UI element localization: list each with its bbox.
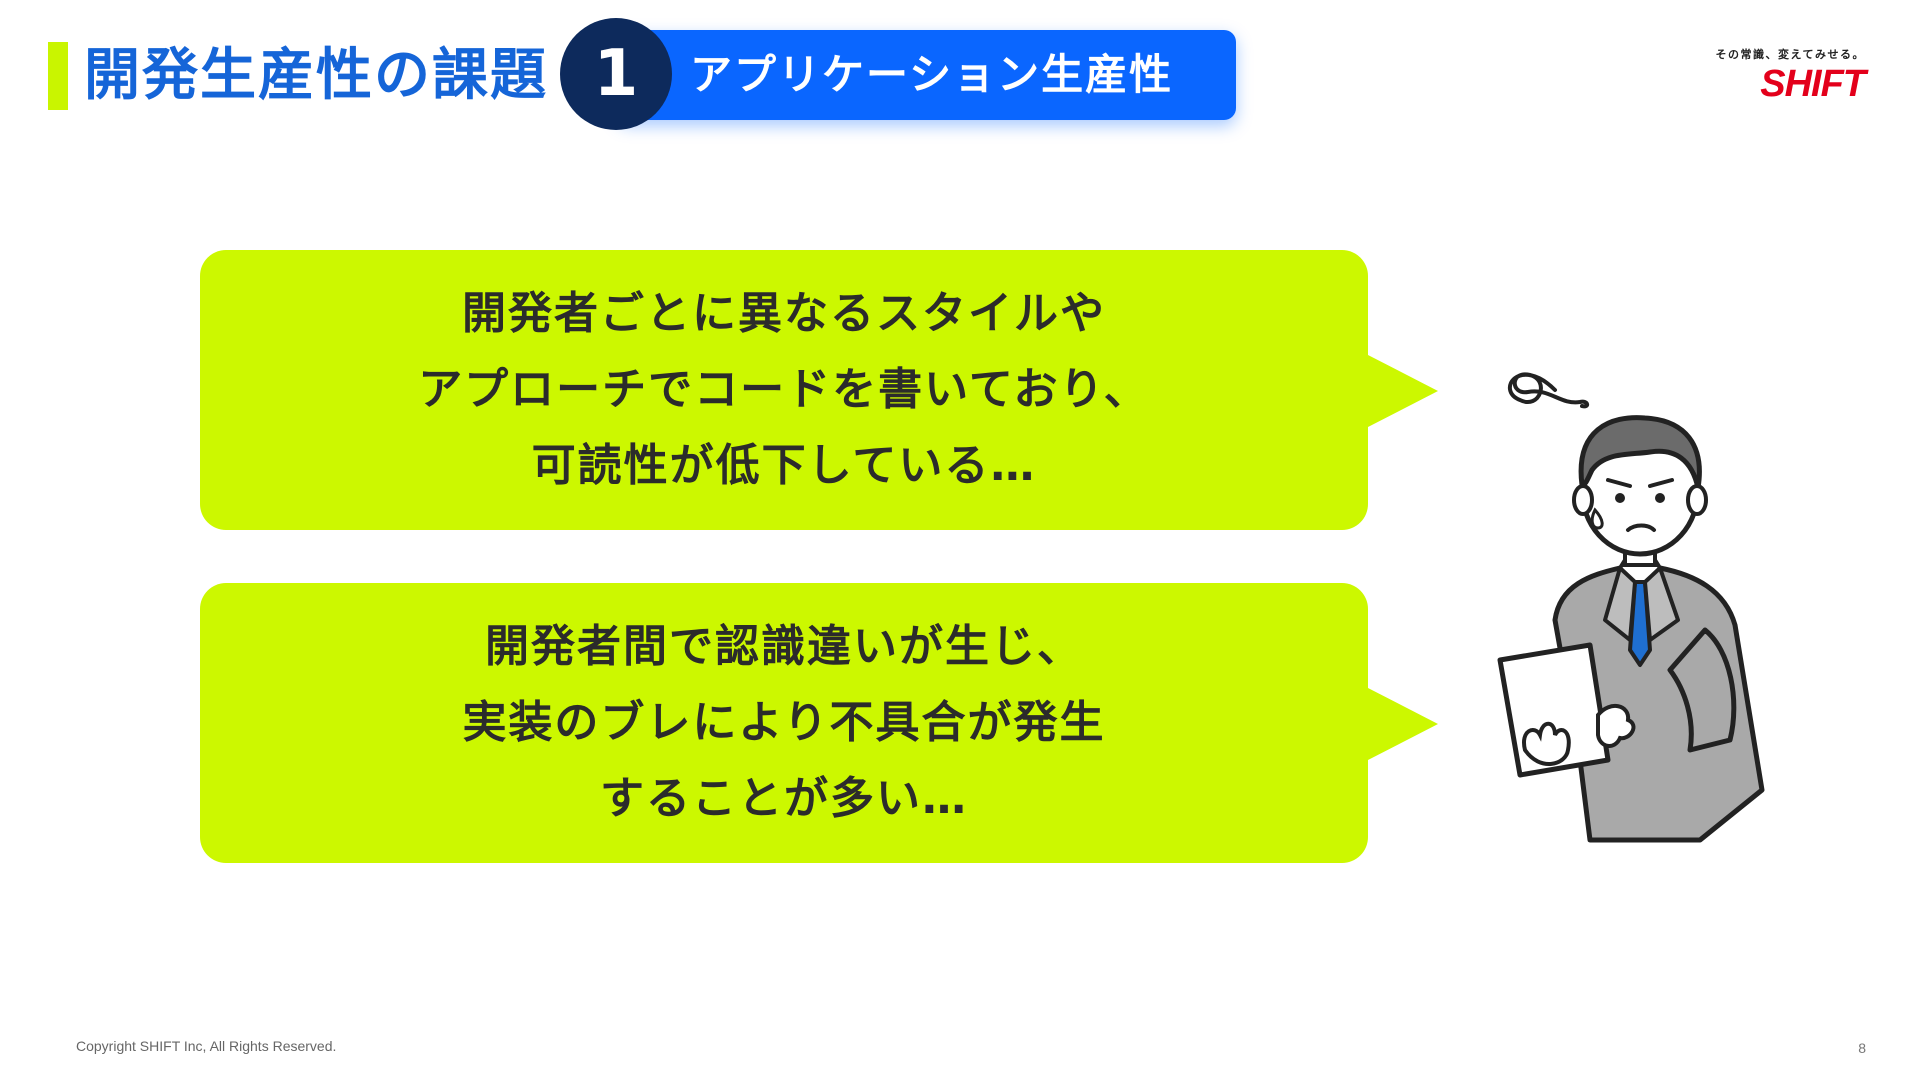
section-pill [616, 30, 1236, 120]
speech-bubble-1: 開発者ごとに異なるスタイルや アプローチでコードを書いており、 可読性が低下して… [200, 250, 1438, 530]
company-logo: その常識、変えてみせる。 SHIFT [1700, 46, 1866, 105]
section-number: 1 [560, 18, 672, 130]
bubble-line: 開発者ごとに異なるスタイルや [461, 288, 1106, 339]
page-title: 開発生産性の課題 [84, 43, 548, 108]
page-number: 8 [1858, 1040, 1866, 1056]
bubble-line: することが多い… [600, 773, 968, 824]
copyright-text: Copyright SHIFT Inc, All Rights Reserved… [76, 1038, 337, 1054]
speech-bubble-text: 開発者ごとに異なるスタイルや アプローチでコードを書いており、 可読性が低下して… [418, 276, 1150, 504]
title-accent-bar [48, 42, 68, 110]
speech-bubble-text: 開発者間で認識違いが生じ、 実装のブレにより不具合が発生 することが多い… [462, 609, 1105, 837]
section-label: アプリケーション生産性 [690, 50, 1174, 99]
bubble-line: 開発者間で認識違いが生じ、 [485, 621, 1083, 672]
bubble-line: 可読性が低下している… [531, 440, 1037, 491]
speech-bubble-2: 開発者間で認識違いが生じ、 実装のブレにより不具合が発生 することが多い… [200, 583, 1438, 863]
confused-businessman-with-laptop-icon [1480, 320, 1800, 860]
section-badge: アプリケーション生産性 1 [560, 18, 1240, 130]
logo-wordmark: SHIFT [1760, 63, 1866, 105]
bubble-line: 実装のブレにより不具合が発生 [462, 697, 1106, 748]
bubble-line: アプローチでコードを書いており、 [418, 364, 1150, 415]
logo-tagline: その常識、変えてみせる。 [1715, 48, 1865, 61]
